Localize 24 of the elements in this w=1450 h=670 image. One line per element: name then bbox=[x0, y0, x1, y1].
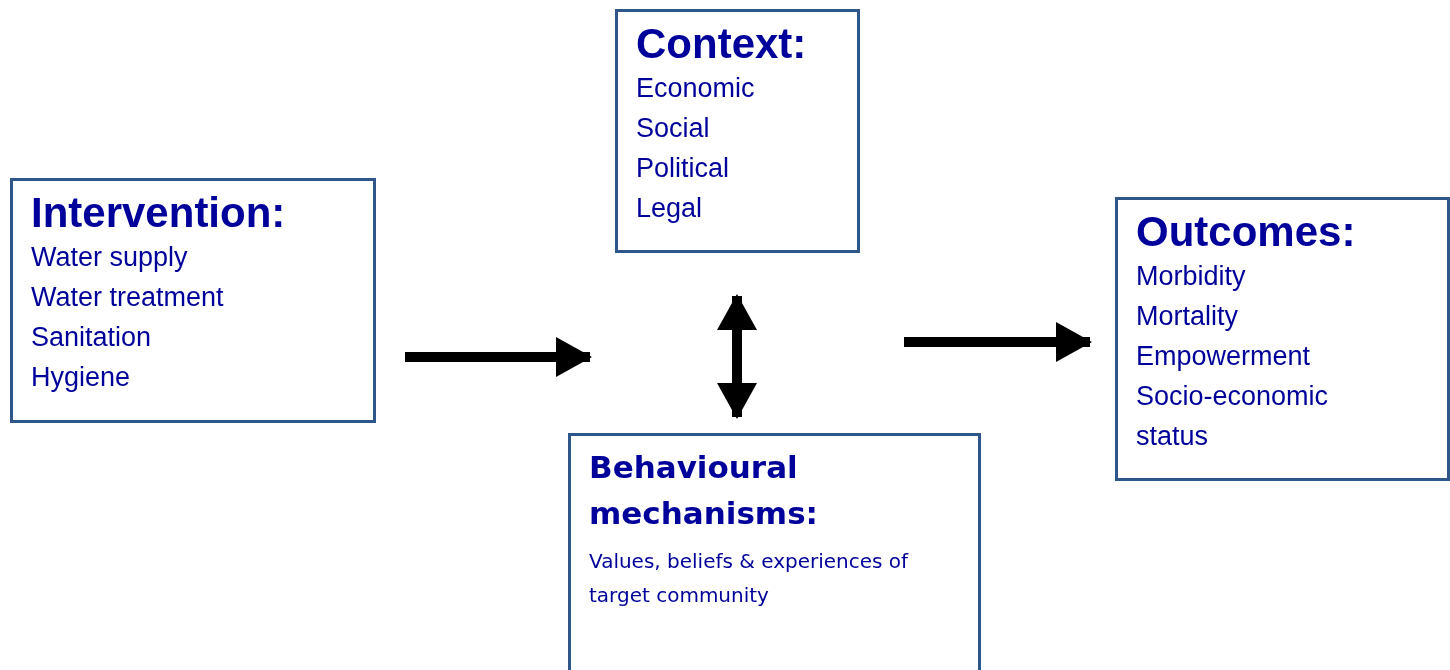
arrow bbox=[405, 337, 592, 377]
box-heading: Context: bbox=[636, 20, 808, 68]
list-item: Social bbox=[636, 112, 711, 145]
arrow bbox=[717, 294, 757, 419]
list-item: Hygiene bbox=[31, 361, 132, 394]
list-item: Socio-economic status bbox=[1136, 380, 1330, 453]
list-item: Legal bbox=[636, 192, 704, 225]
list-item: Morbidity bbox=[1136, 260, 1247, 293]
box-heading: Outcomes: bbox=[1136, 208, 1357, 256]
box-heading: Intervention: bbox=[31, 189, 287, 237]
list-item: Mortality bbox=[1136, 300, 1239, 333]
text-box bbox=[10, 178, 376, 423]
box-heading: Behavioural mechanisms: bbox=[589, 448, 819, 533]
text-box bbox=[615, 9, 860, 253]
list-item: Water supply bbox=[31, 241, 189, 274]
text-box bbox=[568, 433, 981, 670]
text-box bbox=[1115, 197, 1450, 481]
arrow bbox=[904, 322, 1092, 362]
list-item: Political bbox=[636, 152, 731, 185]
list-item: Values, beliefs & experiences of target community bbox=[589, 548, 910, 609]
list-item: Empowerment bbox=[1136, 340, 1312, 373]
list-item: Sanitation bbox=[31, 321, 153, 354]
list-item: Water treatment bbox=[31, 281, 225, 314]
list-item: Economic bbox=[636, 72, 756, 105]
